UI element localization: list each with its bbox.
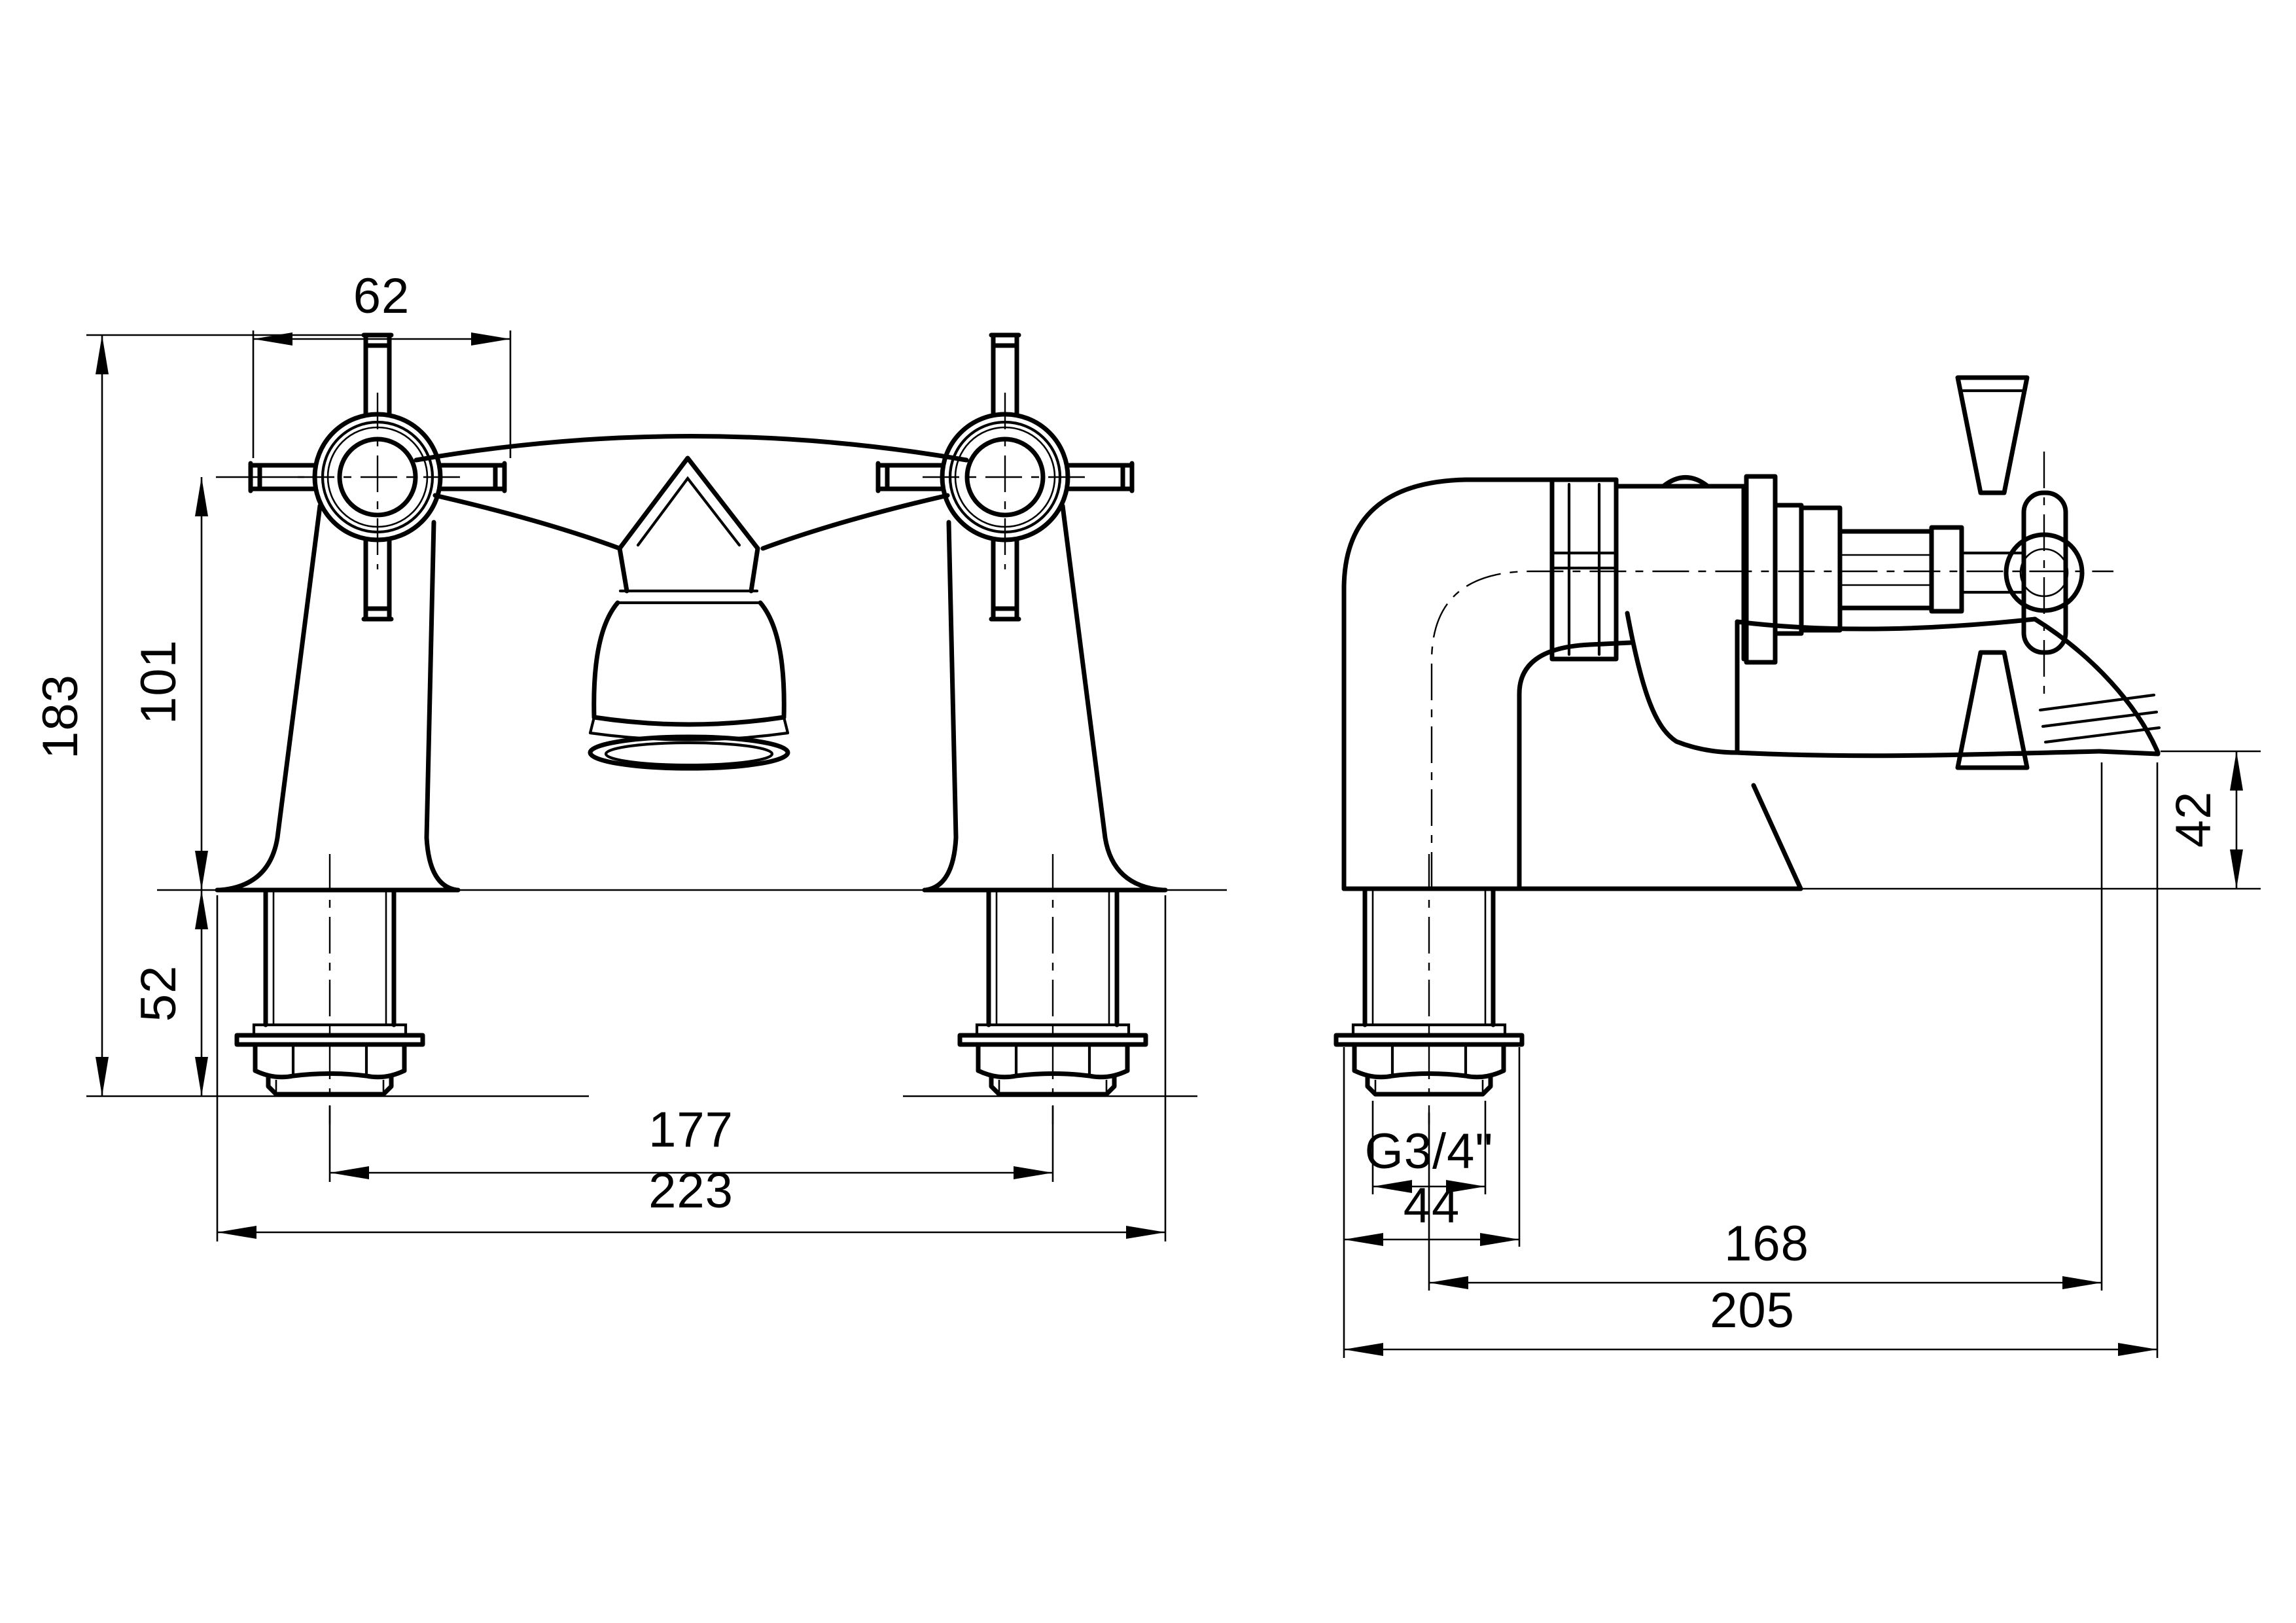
side-view: 42 G3/4" 44 168 205 [1333, 375, 2261, 1358]
front-dimensions [86, 330, 1197, 1241]
dim-label-spout-clearance: 42 [2166, 791, 2221, 848]
dim-label-total-height: 183 [33, 674, 88, 759]
side-spout [1735, 616, 2161, 758]
pillar-assembly [215, 332, 507, 1124]
dim-label-overall-width: 223 [648, 1163, 733, 1219]
dim-label-handle-width: 62 [353, 268, 410, 324]
dim-label-inlet-centres: 177 [648, 1102, 733, 1158]
side-spindle-stack [1744, 474, 2026, 665]
bridge-top-arc [414, 434, 969, 463]
side-cross-handle [1955, 375, 2085, 770]
bridge-bottom-right-arc [760, 493, 950, 551]
front-view: 62 183 101 52 177 223 [33, 268, 1227, 1241]
dim-label-body-height: 101 [131, 639, 186, 724]
side-dimensions [1343, 750, 2261, 1358]
bridge-bottom-left-arc [433, 493, 622, 551]
side-inlet-shank [1333, 854, 1525, 1124]
front-spout [588, 455, 790, 771]
dim-label-shank-height: 52 [131, 965, 186, 1022]
dim-label-thread-size: G3/4" [1365, 1124, 1494, 1179]
dim-label-overall-depth: 205 [1710, 1283, 1795, 1338]
dim-label-inlet-depth: 44 [1404, 1178, 1460, 1234]
dim-label-spout-reach: 168 [1724, 1216, 1809, 1272]
side-riser [1341, 477, 2113, 891]
side-body-edge [1751, 783, 1803, 891]
side-valve-body [1549, 475, 1746, 755]
